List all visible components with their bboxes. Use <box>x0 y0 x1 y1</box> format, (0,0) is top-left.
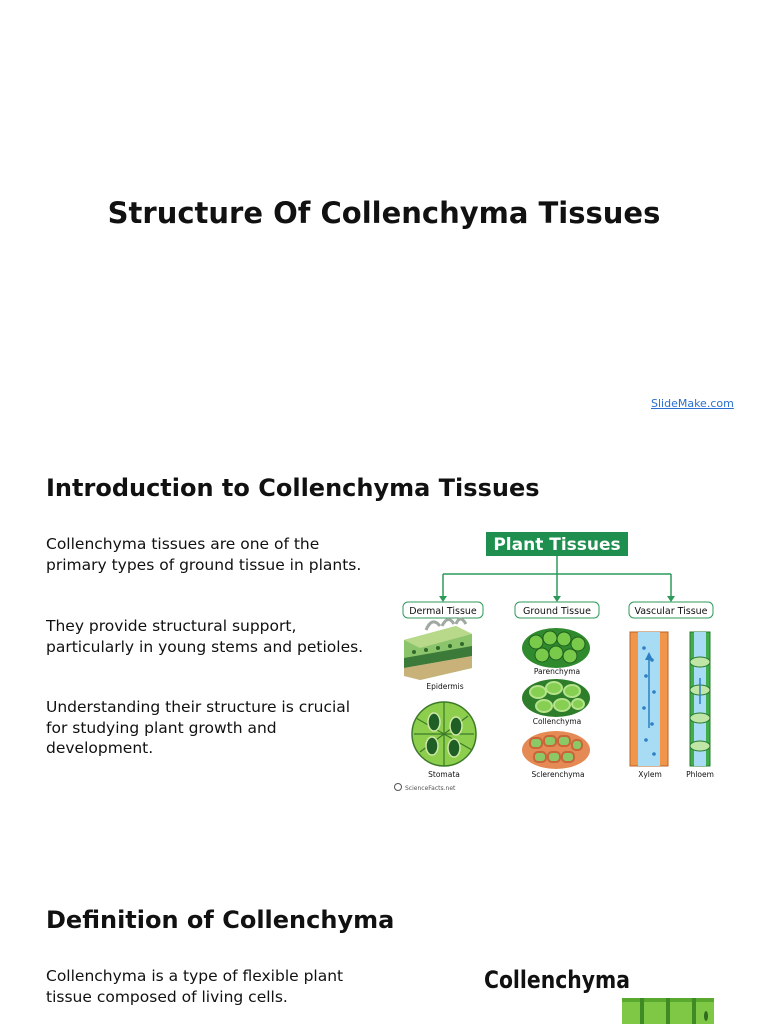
phloem-illustration <box>689 631 711 767</box>
label-epidermis: Epidermis <box>426 682 463 691</box>
slidemake-link[interactable]: SlideMake.com <box>651 397 734 410</box>
label-stomata: Stomata <box>428 770 460 779</box>
category-box-ground <box>514 601 600 619</box>
figure-title-banner <box>486 532 628 556</box>
collenchyma-figure-title: Collenchyma <box>484 966 630 994</box>
intro-heading: Introduction to Collenchyma Tissues <box>46 474 540 502</box>
parenchyma-illustration <box>522 628 590 668</box>
label-parenchyma: Parenchyma <box>534 667 580 676</box>
definition-paragraph-1: Collenchyma is a type of flexible plant … <box>46 967 344 1006</box>
label-sclerenchyma: Sclerenchyma <box>531 770 584 779</box>
connector-lines <box>442 556 672 598</box>
category-box-dermal <box>402 601 484 619</box>
slide-title: Structure Of Collenchyma Tissues <box>107 196 661 230</box>
connector-arrows <box>439 596 675 602</box>
label-xylem: Xylem <box>638 770 662 779</box>
label-collenchyma: Collenchyma <box>533 717 582 726</box>
intro-paragraph-2: They provide structural support, particu… <box>46 617 364 656</box>
sciencefacts-logo: ScienceFacts.net <box>394 783 456 792</box>
intro-paragraph-1: Collenchyma tissues are one of the prima… <box>46 535 362 574</box>
category-vascular: Vascular Tissue <box>634 606 707 617</box>
collenchyma-figure: Collenchyma <box>470 958 720 1024</box>
xylem-illustration <box>629 631 669 767</box>
collenchyma-illustration <box>522 679 590 717</box>
category-dermal: Dermal Tissue <box>409 606 477 617</box>
intro-paragraph-3: Understanding their structure is crucial… <box>46 698 351 757</box>
figure-title: Plant Tissues <box>493 535 620 555</box>
plant-tissues-figure: Plant Tissues Dermal Tissue Ground Tissu… <box>386 528 726 796</box>
stomata-illustration <box>411 701 477 767</box>
watermark-text: ScienceFacts.net <box>405 785 456 792</box>
category-ground: Ground Tissue <box>523 606 591 617</box>
sclerenchyma-illustration <box>522 731 590 769</box>
category-box-vascular <box>628 601 714 619</box>
definition-heading: Definition of Collenchyma <box>46 906 395 934</box>
label-phloem: Phloem <box>686 770 714 779</box>
collenchyma-cells-illustration <box>622 998 714 1024</box>
epidermis-illustration <box>404 617 472 680</box>
